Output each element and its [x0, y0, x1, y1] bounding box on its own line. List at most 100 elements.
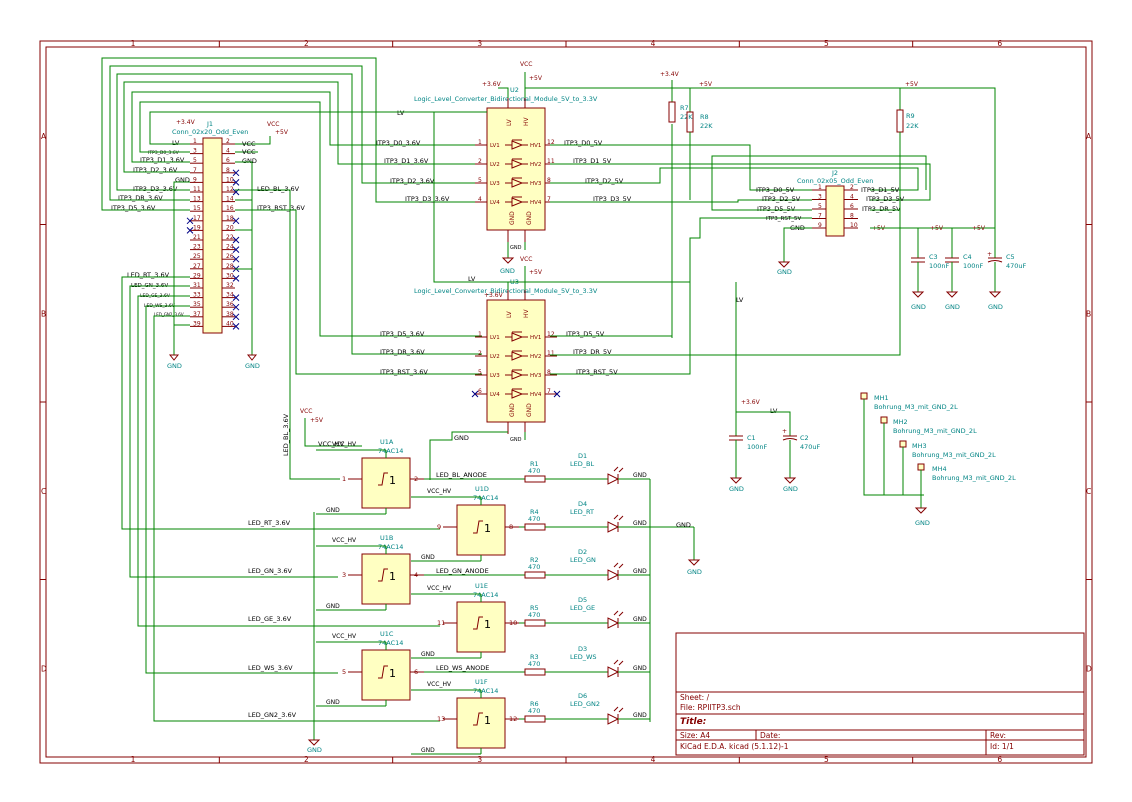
- j1-pin-6: 6: [226, 157, 230, 164]
- gate-u1a-vcc: VCC_HV: [332, 441, 357, 448]
- gate-u1b-value: 74AC14: [378, 543, 403, 551]
- resistor-r1-value: 470: [528, 467, 540, 475]
- c4-value: 100nF: [963, 262, 984, 270]
- u2-net-labels: ITP3_D0_3.6V ITP3_D1_3.6V ITP3_D2_3.6V I…: [310, 87, 996, 283]
- r9-value: 22K: [906, 122, 919, 130]
- r7-body: [668, 101, 676, 123]
- level-shifter-u3[interactable]: U3 Logic_Level_Converter_Bidirectional_M…: [414, 278, 598, 434]
- j1-pin-19: 19: [193, 224, 201, 231]
- u2pins-rnum-1: 11: [547, 158, 555, 165]
- u3pins-lpin-LV2: LV2: [490, 354, 500, 360]
- mh2-symbol: [880, 416, 888, 424]
- frame-col-top-3: 3: [477, 39, 482, 48]
- j1-label-d5: ITP3_D5_3.6V: [111, 204, 156, 212]
- j2-7-net: ITP3_RST_5V: [766, 216, 801, 222]
- j1-wires: [101, 57, 482, 722]
- title-block: Sheet: / File: RPIITP3.sch Title: Size: …: [675, 632, 1085, 756]
- u3pins-rnum-0: 12: [547, 331, 555, 338]
- u3pins-rpin-HV2: HV2: [530, 354, 541, 360]
- gate-u1d-value: 74AC14: [473, 494, 498, 502]
- gate-u1f-vcc: VCC_HV: [427, 681, 452, 688]
- resistor-r2-value: 470: [528, 563, 540, 571]
- tb-size: Size: A4: [680, 731, 710, 740]
- frame-col-bottom-1: 1: [131, 755, 136, 764]
- resistor-r4-ref: R4: [530, 508, 539, 516]
- gate-u1e-vcc: VCC_HV: [427, 585, 452, 592]
- tb-rev: Rev:: [990, 731, 1006, 740]
- u3pins-lnum-1: 2: [478, 350, 482, 357]
- c5-gnd: GND: [988, 303, 1003, 311]
- gate-u1e-in: 11: [437, 619, 445, 627]
- j1-pin-10: 10: [226, 176, 234, 183]
- j1-pin-16: 16: [226, 205, 234, 212]
- level-shifter-u2[interactable]: U2 Logic_Level_Converter_Bidirectional_M…: [414, 86, 598, 242]
- frame-row-right-B: B: [1086, 309, 1091, 318]
- r-p3v4: +3.4V: [660, 71, 680, 78]
- j1-pin-27: 27: [193, 263, 201, 270]
- u2pins-rnum-3: 7: [547, 196, 551, 203]
- connector-j1[interactable]: J1 Conn_02x20_Odd_Even 13579111315171921…: [172, 120, 248, 334]
- led-d4-gnd: GND: [633, 520, 647, 527]
- gate-u1f-in: 13: [437, 715, 445, 723]
- u2-lv2-net: ITP3_D1_3.6V: [384, 157, 429, 165]
- u3pins-bot-gnd2: GND: [526, 403, 533, 417]
- j2-2-net: ITP3_D1_5V: [861, 186, 900, 194]
- resistor-r5-ref: R5: [530, 604, 539, 612]
- mh4-ref: MH4: [932, 465, 947, 473]
- u3pins-lnum-2: 5: [478, 369, 482, 376]
- c2-plus: +: [782, 428, 787, 435]
- led-d2-gnd: GND: [633, 568, 647, 575]
- c3-value: 100nF: [929, 262, 950, 270]
- u2-hv3-net: ITP3_D2_5V: [585, 177, 624, 185]
- led-d3-ref: D3: [578, 645, 587, 653]
- gate-u1d-out: 8: [509, 523, 513, 531]
- u2-vcc: VCC: [520, 61, 532, 68]
- c5-ref: C5: [1006, 253, 1015, 261]
- resistor-r3-value: 470: [528, 660, 540, 668]
- u3pins-rnum-3: 7: [547, 388, 551, 395]
- tb-title: Title:: [680, 717, 706, 727]
- u2-lv4-net: ITP3_D3_3.6V: [405, 195, 450, 203]
- resistor-r4-value: 470: [528, 515, 540, 523]
- u2-lv-net: LV: [397, 109, 405, 117]
- led-d3-gnd: GND: [633, 665, 647, 672]
- mh3-ref: MH3: [912, 442, 927, 450]
- tb-date: Date:: [760, 731, 780, 740]
- tb-id: Id: 1/1: [990, 742, 1014, 751]
- gate-u1d-vcc: VCC_HV: [427, 488, 452, 495]
- frame-col-bottom-4: 4: [651, 755, 656, 764]
- j2-pin-7: 7: [818, 213, 822, 220]
- c2-value: 470uF: [800, 443, 821, 451]
- resistor-r2-ref: R2: [530, 556, 539, 564]
- tb-tool: KiCad E.D.A. kicad (5.1.12)-1: [680, 742, 789, 751]
- u2pins-top-lv: LV: [506, 118, 513, 126]
- mh4-value: Bohrung_M3_mit_GND_2L: [932, 474, 1016, 482]
- j1-pin-34: 34: [226, 292, 234, 299]
- u3-p36v: +3.6V: [484, 292, 504, 299]
- u2pins-lpin-LV4: LV4: [490, 200, 500, 206]
- j1-gnd-symbols: GND GND: [167, 354, 260, 370]
- gate-u1d-gnd: GND: [421, 554, 435, 561]
- u2-body: [486, 107, 546, 231]
- u2-p5v: +5V: [529, 75, 543, 82]
- gate-u1b-vcc: VCC_HV: [332, 537, 357, 544]
- frame-col-top-4: 4: [651, 39, 656, 48]
- c3-ref: C3: [929, 253, 938, 261]
- resistor-r5-value: 470: [528, 611, 540, 619]
- gate-u1e-one: 1: [484, 618, 491, 631]
- u2pins-rpin-HV3: HV3: [530, 181, 542, 187]
- j1-pin-39: 39: [193, 320, 201, 327]
- j1-label-rst: ITP3_RST_3.6V: [257, 204, 305, 212]
- gate-u1f-ref: U1F: [475, 678, 488, 686]
- resistor-r3-ref: R3: [530, 653, 539, 661]
- led-d1-gnd: GND: [633, 472, 647, 479]
- gate-u1e-gnd: GND: [421, 651, 435, 658]
